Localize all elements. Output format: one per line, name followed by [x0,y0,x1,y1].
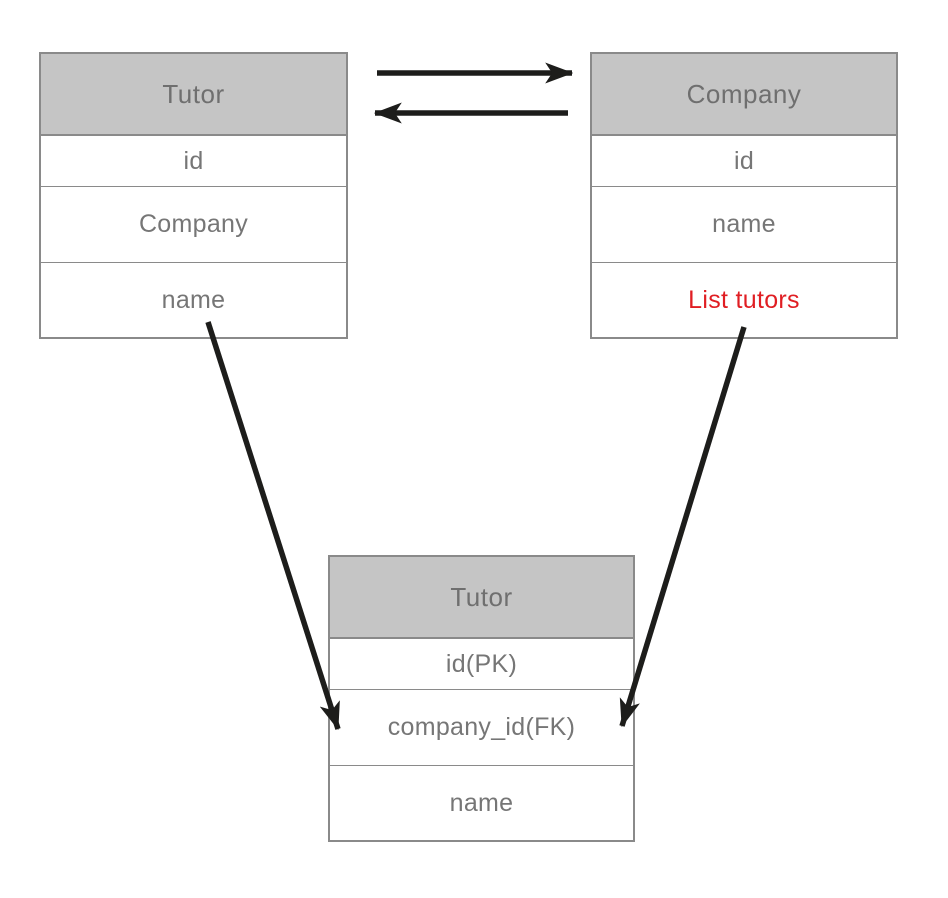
arrow-tutor-name-to-company-id-fk [205,321,341,731]
row-label: Company [138,210,249,238]
table-row: id [592,136,896,186]
table-tutor-top-header: Tutor [41,54,346,136]
table-row: name [41,262,346,337]
table-row: name [592,186,896,262]
row-label: id(PK) [445,649,518,678]
table-row: name [330,765,633,840]
table-row: Company [41,186,346,262]
row-label: company_id(FK) [387,713,576,741]
table-row: List tutors [592,262,896,337]
row-label-list-tutors: List tutors [688,285,800,314]
row-label: id [183,146,204,175]
row-label: id [733,146,755,175]
row-label: name [712,210,776,238]
table-row: id [41,136,346,186]
table-title: Company [686,78,802,109]
table-row: id(PK) [330,639,633,689]
table-row: company_id(FK) [330,689,633,765]
arrow-list-tutors-to-company-id-fk [619,326,747,728]
table-company: Company id name List tutors [590,52,898,339]
table-company-header: Company [592,54,896,136]
table-title: Tutor [162,78,225,109]
row-label: name [449,788,514,817]
table-tutor-bottom-header: Tutor [330,557,633,639]
row-label: name [161,285,226,314]
table-tutor-bottom: Tutor id(PK) company_id(FK) name [328,555,635,842]
table-title: Tutor [450,581,513,612]
table-tutor-top: Tutor id Company name [39,52,348,339]
